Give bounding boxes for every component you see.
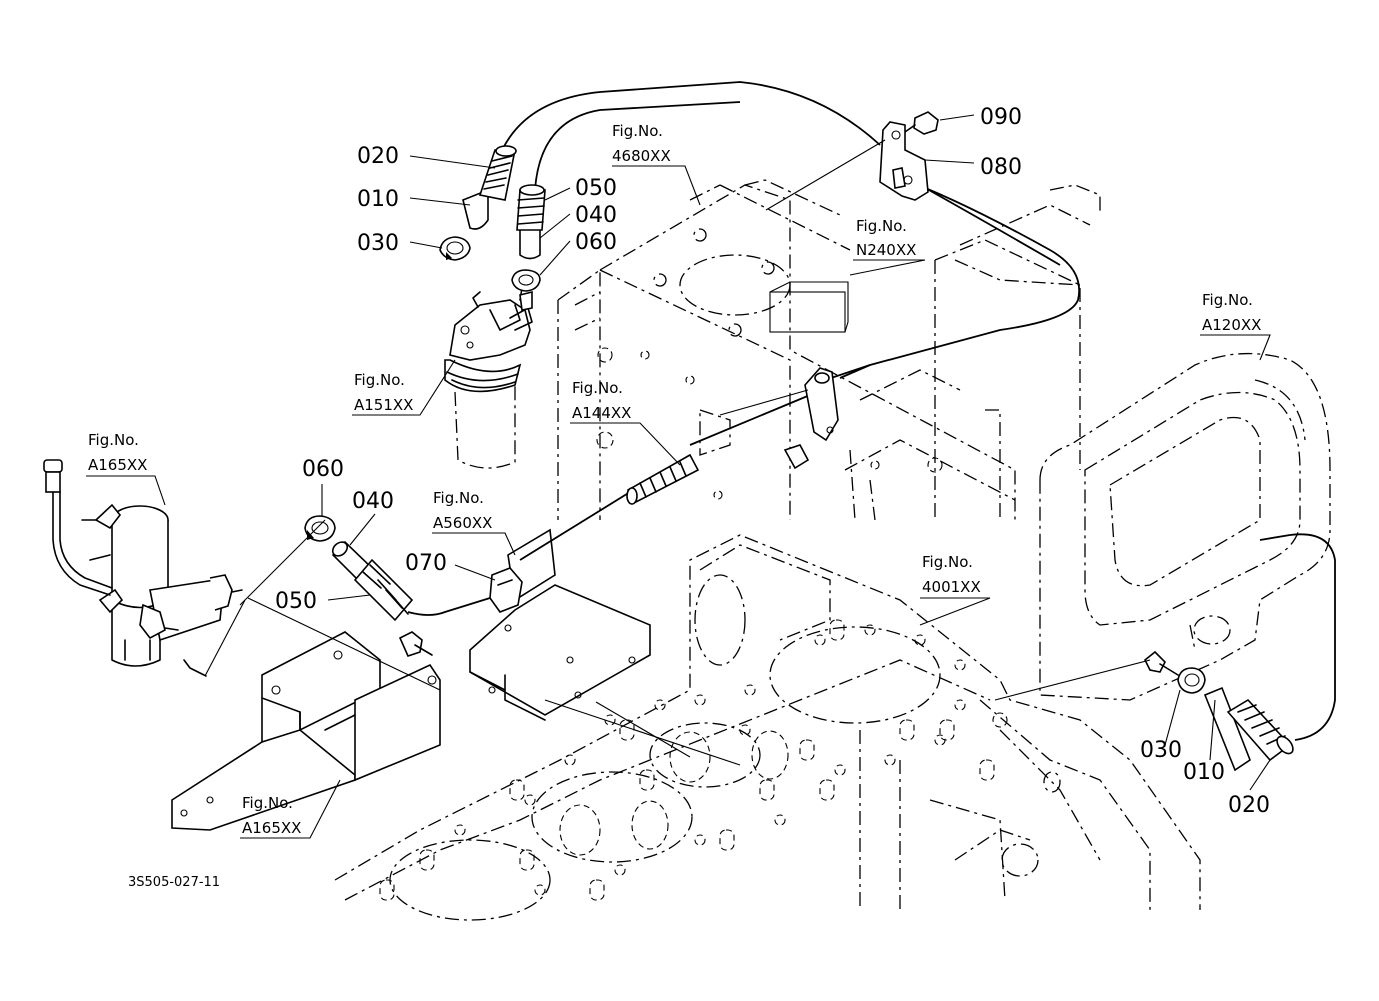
fig-reference-labels: Fig.No. 4680XX Fig.No. N240XX Fig.No. A1…	[88, 122, 1261, 837]
label-050-mid: 050	[275, 589, 317, 614]
fig-4680-line1: Fig.No.	[612, 122, 663, 140]
fuel-tank	[1039, 352, 1331, 701]
mid-spring-050	[353, 558, 414, 622]
right-panel-outline	[934, 184, 1101, 520]
label-050-top: 050	[575, 176, 617, 201]
fuel-hoses	[407, 81, 1336, 741]
label-020-right: 020	[1228, 793, 1270, 818]
top-pipe-010	[462, 188, 489, 230]
fig-a120-line2: A120XX	[1202, 316, 1261, 334]
right-clamp-030	[1143, 650, 1206, 694]
top-spring-020	[478, 145, 517, 201]
bracket-080	[879, 121, 929, 201]
label-040-top: 040	[575, 203, 617, 228]
label-010-top: 010	[357, 187, 399, 212]
leader-lines	[321, 114, 1271, 791]
fig-a560-line1: Fig.No.	[433, 489, 484, 507]
label-010-right: 010	[1183, 760, 1225, 785]
drawing-code: 3S505-027-11	[128, 875, 220, 890]
fig-a120-line1: Fig.No.	[1202, 291, 1253, 309]
label-020-top: 020	[357, 144, 399, 169]
label-040-mid: 040	[352, 489, 394, 514]
fig-4001-line2: 4001XX	[922, 578, 981, 596]
bracket-a144	[783, 367, 839, 470]
fig-leader-lines	[86, 139, 1271, 839]
label-060-top: 060	[575, 230, 617, 255]
fuel-filter	[444, 287, 533, 469]
spring-a144	[626, 453, 700, 505]
fig-n240-line1: Fig.No.	[856, 217, 907, 235]
label-090: 090	[980, 105, 1022, 130]
fig-a151-line2: A151XX	[354, 396, 413, 414]
leakoff-bracket	[469, 528, 651, 721]
top-clamp-060	[511, 269, 541, 311]
fig-a144-line2: A144XX	[572, 404, 631, 422]
fig-a165-top-line2: A165XX	[88, 456, 147, 474]
fig-a165-bot-line1: Fig.No.	[242, 794, 293, 812]
fig-a165-top-line1: Fig.No.	[88, 431, 139, 449]
fig-a151-line1: Fig.No.	[354, 371, 405, 389]
top-clamp-030	[439, 236, 471, 261]
cylinder-block	[334, 534, 1201, 921]
label-080: 080	[980, 155, 1022, 180]
top-pipe-040	[519, 221, 541, 260]
mid-clamp-060	[304, 515, 336, 542]
label-070: 070	[405, 551, 447, 576]
label-030-top: 030	[357, 231, 399, 256]
bolt-090	[904, 111, 939, 135]
fig-a165-bot-line2: A165XX	[242, 819, 301, 837]
fig-n240-line2: N240XX	[856, 241, 916, 259]
top-spring-050	[516, 184, 546, 231]
fig-4680-line2: 4680XX	[612, 147, 671, 165]
part-number-labels: 090 080 020 010 030 050 040 060 060 040 …	[275, 105, 1270, 818]
engine-block-outline	[557, 179, 1016, 521]
label-060-mid: 060	[302, 457, 344, 482]
fig-4001-line1: Fig.No.	[922, 553, 973, 571]
fuel-pump	[43, 459, 243, 677]
fig-a560-line2: A560XX	[433, 514, 492, 532]
right-spring-020	[1226, 698, 1294, 762]
fig-a144-line1: Fig.No.	[572, 379, 623, 397]
right-pipe-010	[1203, 686, 1251, 772]
label-030-right: 030	[1140, 738, 1182, 763]
pump-bracket	[171, 631, 441, 831]
